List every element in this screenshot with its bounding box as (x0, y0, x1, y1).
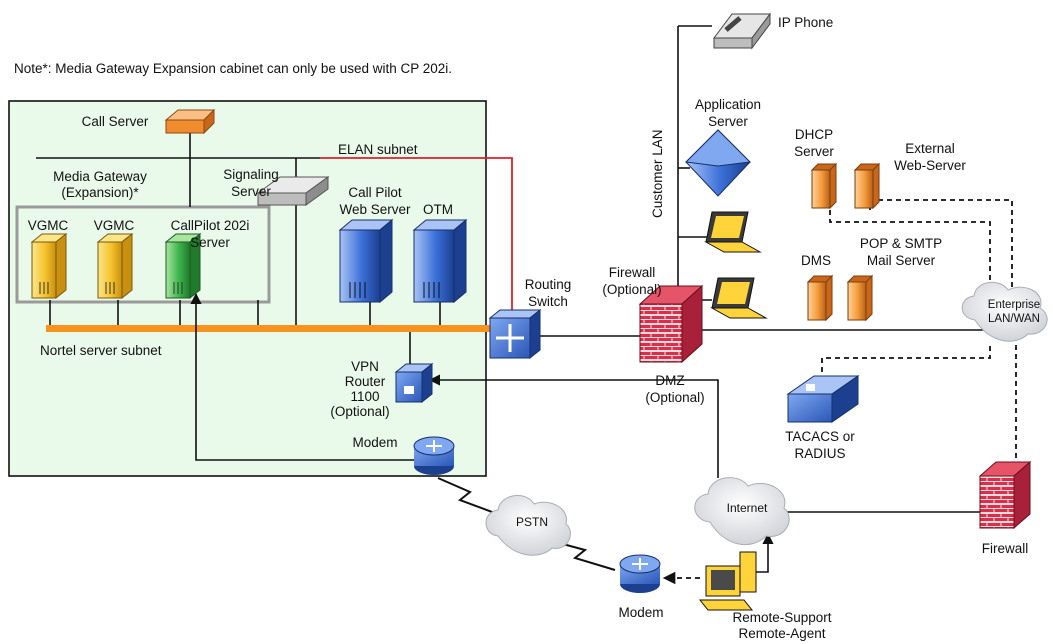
call-pilot-label: Web Server (339, 202, 411, 217)
modem-label: Modem (352, 435, 398, 450)
callpilot-202i-label: CallPilot 202i (170, 218, 250, 233)
remote-support-label: Remote-Support (732, 610, 832, 625)
elan-subnet-label: ELAN subnet (338, 142, 418, 157)
dhcp-server-label: Server (794, 144, 834, 159)
server-tower-icon (96, 232, 134, 300)
customer-lan-label: Customer LAN (650, 129, 665, 218)
remote-agent-label: Remote-Agent (738, 626, 826, 641)
callpilot-202i-label: Server (190, 235, 230, 250)
server-tower-icon (30, 232, 68, 300)
vgmc-label: VGMC (27, 218, 69, 233)
media-gateway-group (15, 205, 271, 304)
pop-smtp-label: Mail Server (866, 253, 936, 268)
enterprise-lan-label: LAN/WAN (988, 313, 1040, 325)
diagram-note: Note*: Media Gateway Expansion cabinet c… (14, 61, 453, 76)
modem-icon (413, 436, 455, 475)
vgmc-label: VGMC (93, 218, 135, 233)
pop-smtp-label: POP & SMTP (859, 236, 943, 251)
server-tower-icon (853, 162, 881, 210)
dms-label: DMS (801, 253, 831, 268)
modem-label: Modem (618, 605, 664, 620)
external-web-label: External (905, 141, 955, 156)
desktop-pc-icon (698, 551, 757, 611)
call-server-label: Call Server (81, 114, 149, 129)
ip-phone-label: IP Phone (778, 15, 834, 30)
firewall-optional-label: Firewall (608, 265, 656, 280)
tacacs-label: TACACS or (785, 429, 855, 444)
vpn-router-label: Router (344, 374, 386, 389)
ip-phone-icon (713, 12, 771, 50)
call-pilot-label: Call Pilot (348, 185, 402, 200)
server-tower-icon (806, 274, 834, 322)
vpn-router-label: (Optional) (330, 404, 390, 419)
server-tower-icon (164, 232, 202, 300)
nortel-subnet-label: Nortel server subnet (40, 343, 162, 358)
server-tower-icon (338, 218, 394, 304)
routing-switch-label: Switch (528, 294, 568, 309)
server-tower-icon (810, 162, 838, 210)
cloud-icon (694, 477, 790, 545)
signaling-server-icon (256, 176, 330, 206)
otm-label: OTM (423, 202, 453, 217)
tacacs-icon (786, 375, 860, 423)
modem-icon (619, 554, 661, 593)
dhcp-server-label: DHCP (794, 127, 834, 142)
signaling-server-label: Signaling (223, 167, 279, 182)
signaling-server-label: Server (231, 184, 271, 199)
laptop-icon (704, 211, 762, 253)
tacacs-label: RADIUS (794, 446, 846, 461)
dmz-label: DMZ (655, 373, 685, 388)
vpn-router-label: VPN (351, 359, 379, 374)
firewall-optional-label: (Optional) (602, 282, 662, 297)
nortel-enclosure (8, 100, 487, 477)
media-gateway-label: Media Gateway (53, 169, 147, 184)
cloud-icon (485, 495, 571, 556)
nortel-server-subnet-bar (46, 325, 492, 332)
application-server-label: Server (708, 114, 748, 129)
firewall-label: Firewall (981, 541, 1029, 556)
external-web-label: Web-Server (894, 158, 966, 173)
application-server-icon (684, 129, 752, 197)
pstn-label: PSTN (515, 515, 548, 529)
expansion-label: (Expansion)* (61, 185, 139, 200)
server-tower-icon (412, 218, 468, 304)
call-server-icon (164, 108, 216, 135)
routing-switch-icon (488, 308, 542, 360)
elan-subnet-line (320, 157, 513, 312)
routing-switch-label: Routing (524, 277, 572, 292)
dmz-label: (Optional) (645, 390, 705, 405)
firewall-icon (978, 460, 1032, 530)
vpn-router-label: 1100 (350, 389, 380, 404)
laptop-icon (710, 277, 768, 319)
firewall-icon (638, 284, 704, 364)
application-server-label: Application (694, 97, 762, 112)
server-tower-icon (846, 274, 874, 322)
enterprise-lan-label: Enterprise (987, 299, 1041, 311)
internet-label: Internet (726, 501, 768, 515)
cloud-icon (961, 281, 1048, 342)
vpn-router-icon (394, 362, 434, 404)
